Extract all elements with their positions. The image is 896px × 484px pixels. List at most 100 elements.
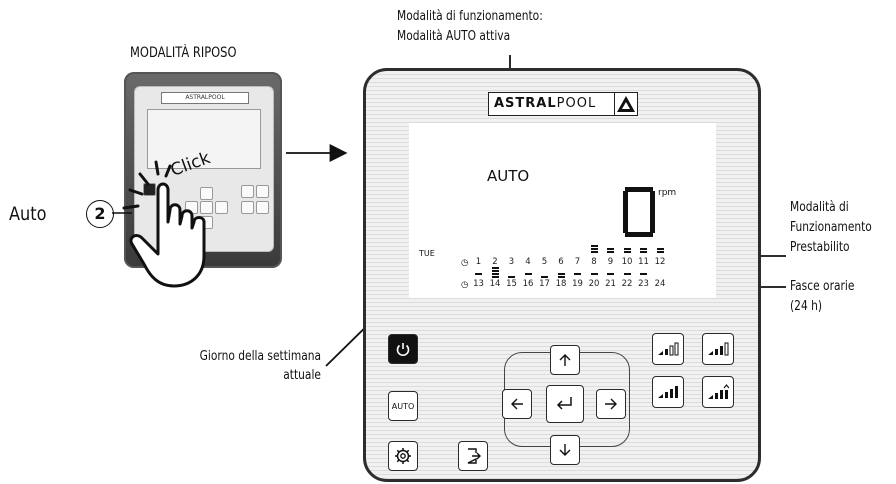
- schedule-bar: [508, 276, 515, 278]
- schedule-bar: [607, 251, 614, 253]
- row1-hour-9: 9: [607, 257, 614, 267]
- small-lcd: [147, 109, 261, 169]
- callout-day-line1: Giorno della settimana: [199, 349, 321, 364]
- row1-hour-3: 3: [508, 257, 515, 267]
- row1-hour-10: 10: [621, 257, 633, 267]
- callout-mode-line2: Modalità AUTO attiva: [397, 29, 511, 44]
- logo-text-light: POOL: [556, 96, 597, 111]
- lcd-mode-text: AUTO: [487, 167, 530, 185]
- small-speed2-button[interactable]: [256, 185, 269, 198]
- step-number-badge: 2: [86, 200, 114, 228]
- clock-icon: ◷: [461, 258, 469, 268]
- auto-button[interactable]: AUTO: [388, 391, 418, 421]
- callout-preset-line2: Funzionamento: [790, 220, 872, 235]
- row1-hour-2: 2: [492, 257, 498, 267]
- schedule-bar: [640, 273, 647, 275]
- callout-slots-line1: Fasce orarie: [790, 279, 855, 294]
- schedule-bar: [590, 251, 598, 253]
- small-power-button[interactable]: [143, 183, 156, 196]
- row2-hour-13: 13: [473, 279, 484, 289]
- small-speed1-button[interactable]: [241, 185, 254, 198]
- left-button[interactable]: [502, 389, 532, 419]
- schedule-bar: [557, 276, 565, 278]
- small-speed3-button[interactable]: [241, 201, 254, 214]
- row2-hour-20: 20: [588, 279, 600, 289]
- speed-2-icon: [708, 342, 729, 356]
- schedule-bar: [607, 248, 614, 250]
- schedule-bar: [475, 273, 482, 275]
- arrow-down-icon: [559, 444, 571, 456]
- logo-text-bold: ASTRAL: [494, 96, 557, 111]
- schedule-bar: [623, 248, 631, 250]
- schedule-bar: [656, 251, 664, 253]
- up-button[interactable]: [550, 345, 580, 375]
- speed-boost-button[interactable]: [702, 376, 734, 408]
- speed-1-icon: [658, 342, 679, 356]
- row1-hour-8: 8: [591, 257, 597, 267]
- callout-preset-line3: Prestabilito: [790, 240, 850, 255]
- row1-hour-4: 4: [525, 257, 531, 267]
- callout-mode-line1: Modalità di funzionamento:: [397, 9, 543, 24]
- arrow-right-icon: [605, 398, 617, 410]
- exit-icon: [467, 448, 481, 464]
- right-button[interactable]: [596, 389, 626, 419]
- schedule-bar: [590, 273, 598, 275]
- schedule-bar: [623, 273, 631, 275]
- lcd-day: TUE: [419, 249, 435, 258]
- power-button[interactable]: [388, 334, 418, 364]
- schedule-bar: [491, 270, 499, 272]
- arrow-left-icon: [511, 398, 523, 410]
- speed-3-button[interactable]: [652, 376, 684, 408]
- row1-hour-5: 5: [541, 257, 548, 267]
- schedule-bar: [491, 276, 499, 278]
- power-icon: [396, 343, 410, 357]
- schedule-bar: [491, 267, 499, 269]
- row1-hour-6: 6: [558, 257, 564, 267]
- row2-hour-15: 15: [506, 279, 517, 289]
- enter-icon: [556, 397, 572, 410]
- schedule-bar: [607, 273, 614, 275]
- row2-hour-16: 16: [522, 279, 534, 289]
- exit-button[interactable]: [458, 441, 488, 471]
- row2-hour-19: 19: [572, 279, 583, 289]
- hand-pointer-icon: [122, 160, 206, 288]
- row2-hour-21: 21: [605, 279, 616, 289]
- row2-hour-17: 17: [539, 279, 550, 289]
- row2-hour-14: 14: [489, 279, 501, 289]
- small-up-button[interactable]: [200, 187, 213, 200]
- small-speed4-button[interactable]: [256, 201, 269, 214]
- logo-mark-icon: [614, 93, 637, 115]
- auto-label: Auto: [9, 203, 47, 225]
- small-right-button[interactable]: [215, 201, 228, 214]
- schedule-bar: [524, 273, 532, 275]
- rest-mode-title: MODALITÀ RIPOSO: [130, 45, 237, 61]
- speed-boost-icon: [708, 384, 729, 399]
- row2-hour-24: 24: [654, 279, 666, 289]
- row1-hour-1: 1: [475, 257, 482, 267]
- row1-hour-7: 7: [574, 257, 581, 267]
- speed-2-button[interactable]: [702, 333, 734, 365]
- lcd-rpm-digit: [623, 187, 655, 237]
- schedule-bar: [623, 251, 631, 253]
- schedule-bar: [557, 273, 565, 275]
- settings-button[interactable]: [388, 441, 418, 471]
- down-button[interactable]: [550, 435, 580, 465]
- small-logo: ASTRALPOOL: [161, 92, 249, 104]
- callout-slots-line2: (24 h): [790, 299, 823, 314]
- small-enter-button[interactable]: [200, 201, 213, 214]
- schedule-bar: [574, 273, 581, 275]
- gear-icon: [395, 448, 411, 464]
- callout-preset-line1: Modalità di: [790, 200, 849, 215]
- auto-button-label: AUTO: [391, 401, 415, 411]
- row2-hour-22: 22: [621, 279, 633, 289]
- astralpool-logo: ASTRALPOOL: [488, 92, 638, 116]
- schedule-bar: [590, 248, 598, 250]
- schedule-bar: [640, 251, 647, 253]
- lcd-rpm-unit: rpm: [658, 188, 677, 198]
- speed-1-button[interactable]: [652, 333, 684, 365]
- row1-hour-11: 11: [638, 257, 649, 267]
- schedule-bar: [656, 248, 664, 250]
- enter-button[interactable]: [546, 385, 584, 423]
